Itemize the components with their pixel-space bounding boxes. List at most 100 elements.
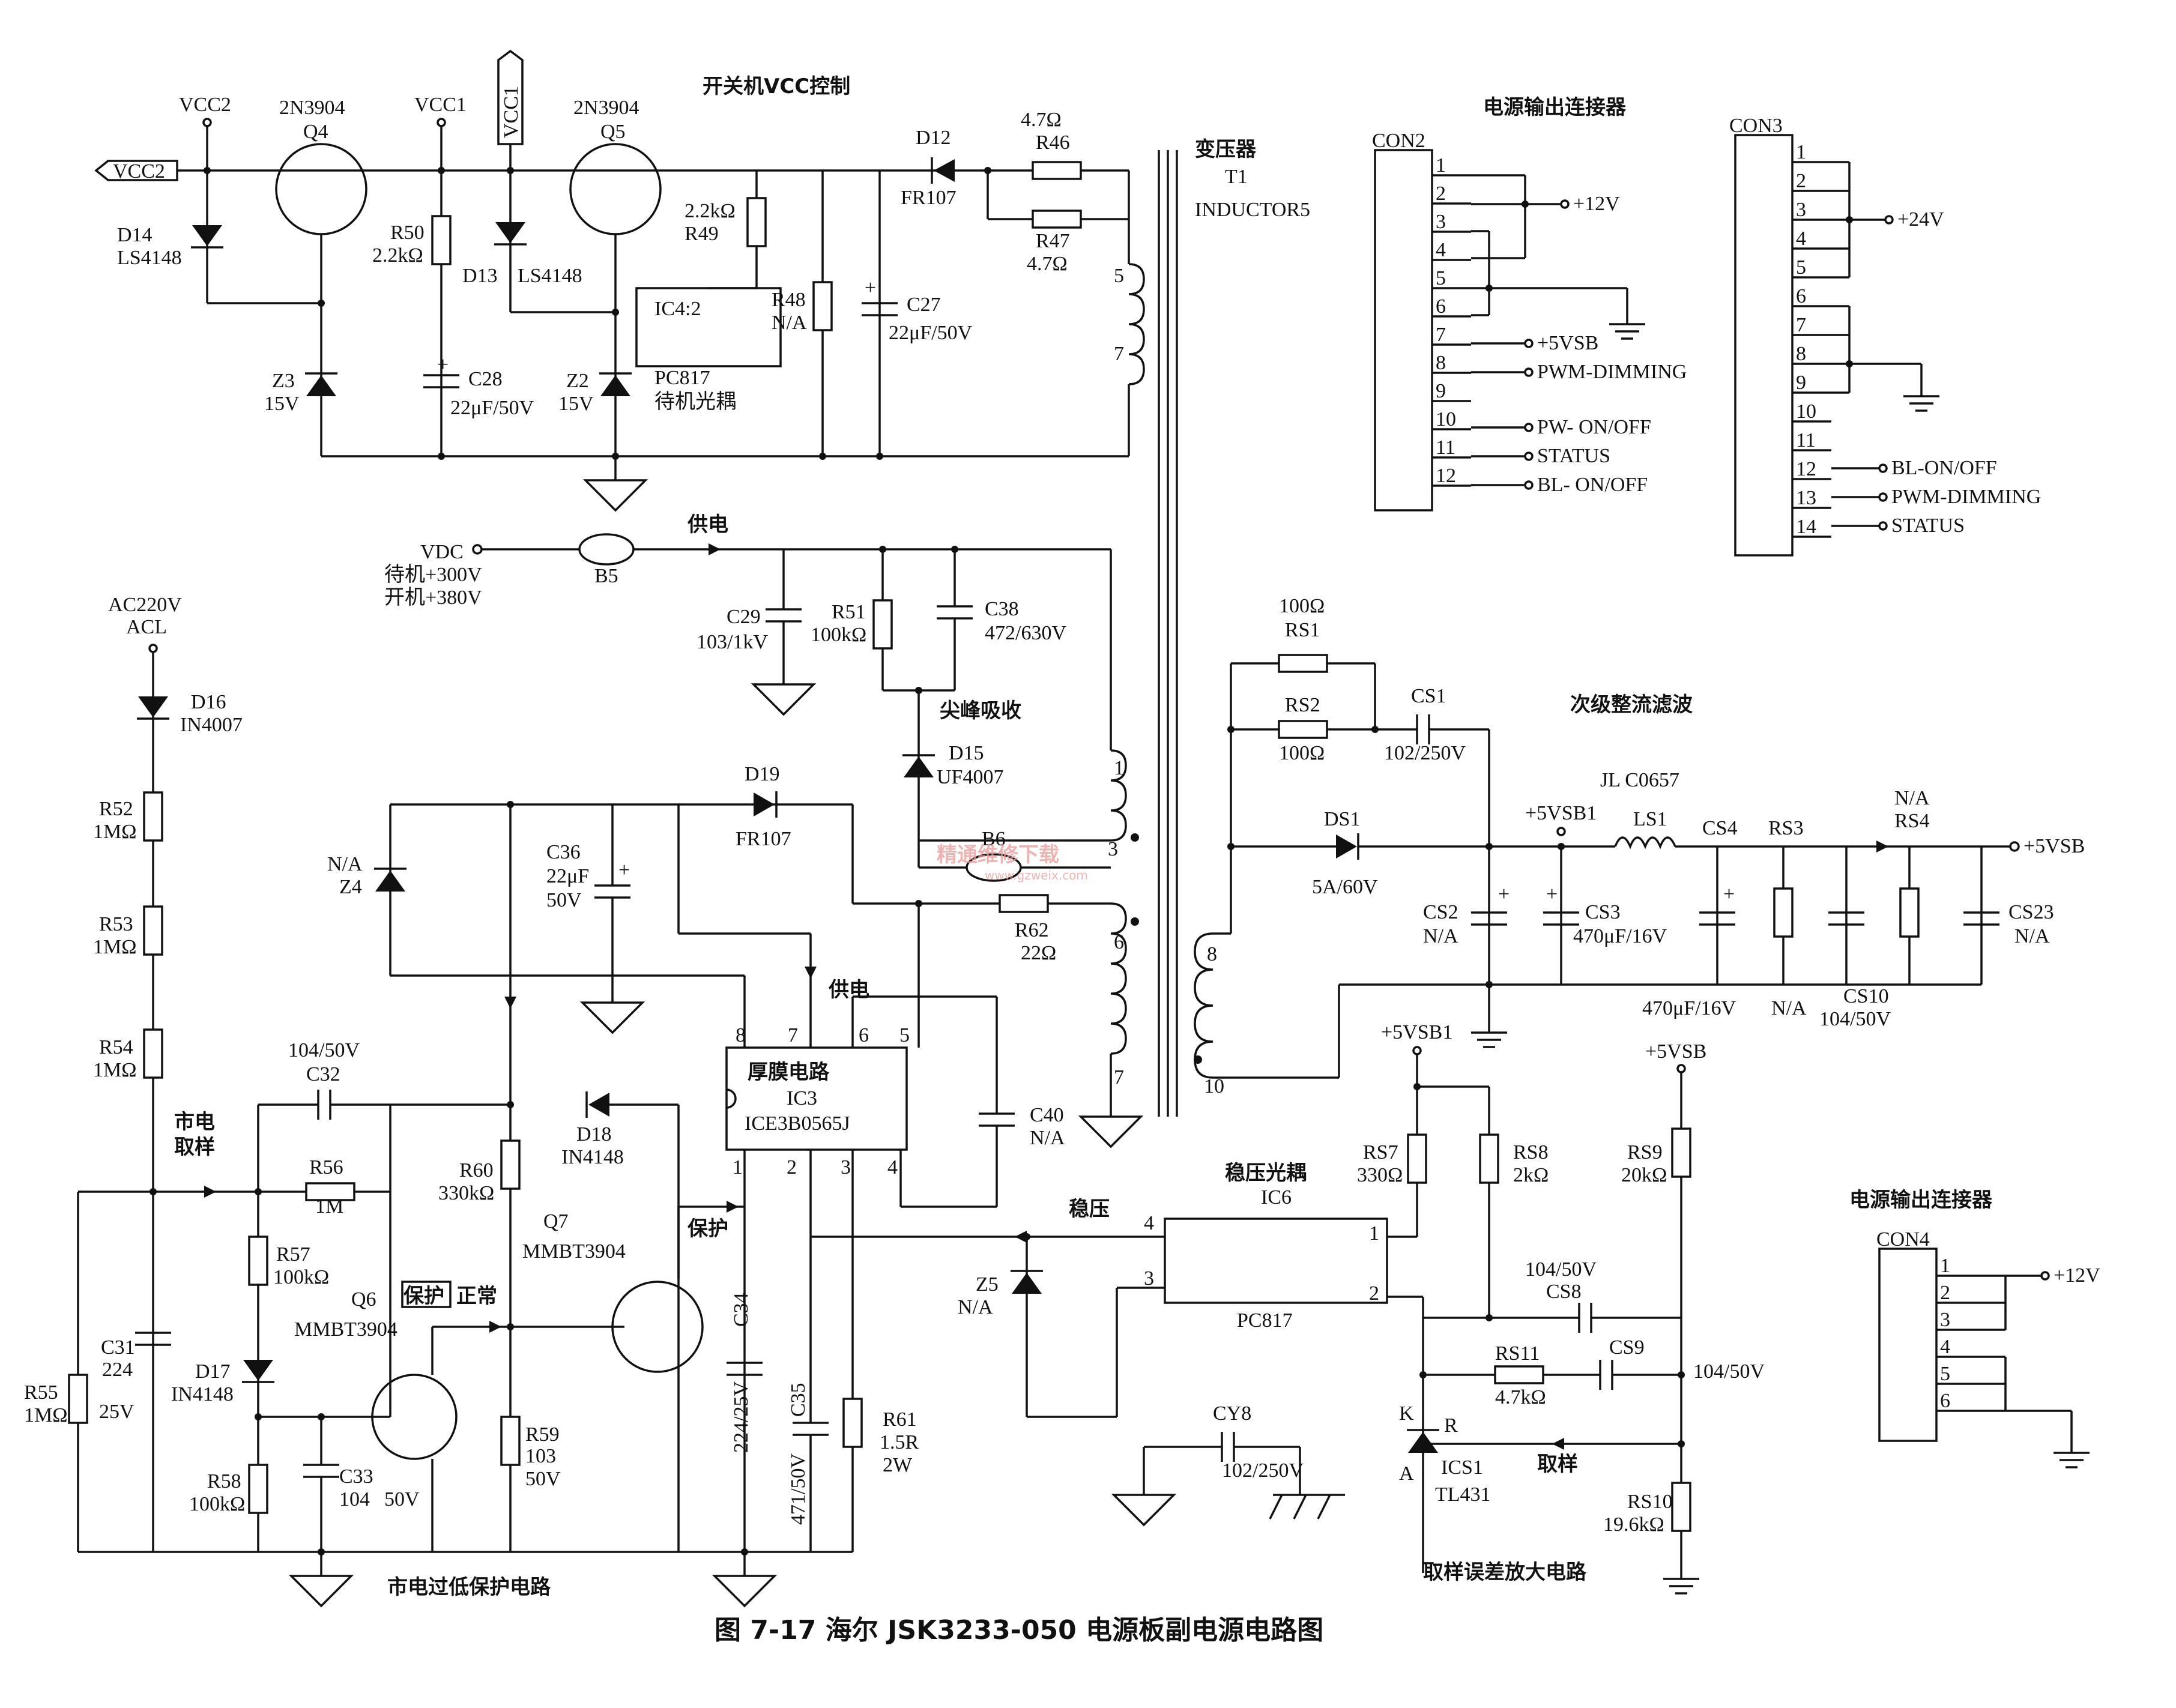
- cs9-label: CS9: [1609, 1336, 1645, 1359]
- p12v-con2-label: +12V: [1573, 193, 1620, 215]
- c40-label: C40: [1030, 1104, 1064, 1126]
- c33-value2: 50V: [384, 1488, 420, 1510]
- b5-bead: [578, 533, 635, 566]
- c27-label: C27: [907, 294, 941, 316]
- ds1-diode: [1336, 834, 1357, 859]
- rs9-label: RS9: [1627, 1141, 1663, 1163]
- connector-pin-number: 4: [1796, 228, 1806, 250]
- r58-label: R58: [207, 1470, 241, 1492]
- ic3-pin4: 4: [887, 1156, 898, 1178]
- ground-symbol: [288, 1575, 354, 1608]
- d12-value: FR107: [901, 187, 957, 209]
- connector-pin-number: 7: [1796, 314, 1806, 336]
- vcc1-label: VCC1: [414, 94, 467, 116]
- cs8-label: CS8: [1546, 1281, 1582, 1303]
- q7-label: Q7: [543, 1210, 569, 1233]
- cs3-plus: +: [1546, 883, 1558, 905]
- d15-diode: [904, 756, 934, 777]
- con2-label: CON2: [1372, 130, 1425, 152]
- ls1-label: LS1: [1633, 808, 1667, 830]
- c38-value: 472/630V: [985, 622, 1066, 644]
- mains-low-protect-label: 市电过低保护电路: [387, 1575, 551, 1599]
- cs23-value: N/A: [2014, 925, 2050, 947]
- secondary-title: 次级整流滤波: [1570, 693, 1693, 717]
- r48-resistor: [812, 281, 833, 331]
- pin5-top: 5: [1114, 265, 1124, 287]
- cs2-plus: +: [1498, 883, 1510, 905]
- ics1-value: TL431: [1435, 1483, 1491, 1506]
- pwm-con2-label: PWM-DIMMING: [1537, 361, 1687, 383]
- connector-pin-number: 3: [1436, 211, 1446, 233]
- ic6-pin2: 2: [1369, 1282, 1379, 1305]
- p5vsb-out-label: +5VSB: [2023, 835, 2085, 857]
- d14-label: D14: [117, 224, 153, 246]
- c31-label: C31: [101, 1336, 135, 1359]
- c28-label: C28: [468, 368, 503, 390]
- rs3-resistor: [1773, 887, 1794, 938]
- pwm-con3-label: PWM-DIMMING: [1891, 486, 2041, 508]
- vcc2-flag-label: VCC2: [113, 160, 165, 183]
- rs8-value: 2kΩ: [1513, 1164, 1549, 1186]
- supply-ic-label: 供电: [828, 978, 869, 1002]
- ic3-pin7: 7: [788, 1024, 798, 1046]
- ics1-a: A: [1399, 1462, 1414, 1485]
- r46-resistor: [1032, 161, 1082, 180]
- acl-label: ACL: [126, 616, 167, 638]
- d19-value: FR107: [736, 828, 791, 850]
- r53-resistor: [143, 905, 163, 956]
- r52-resistor: [143, 791, 163, 842]
- connector-pin-number: 4: [1436, 239, 1446, 261]
- d17-diode: [243, 1360, 273, 1381]
- vcc-control-section: VCC2 VCC2 D14 LS4148 2N3904 Q4 Z3 15V VC…: [94, 49, 1145, 512]
- secondary-section: 次级整流滤波 100Ω RS1 RS2 100Ω CS1 102/250V DS…: [1194, 595, 2085, 1097]
- ground-symbol: [712, 1575, 778, 1608]
- c28-plus: +: [437, 354, 449, 376]
- r51-value: 100kΩ: [811, 624, 866, 646]
- c38-label: C38: [985, 598, 1019, 620]
- protect-label: 保护: [688, 1217, 728, 1241]
- d12-label: D12: [916, 127, 951, 149]
- con4-block: [1878, 1248, 1938, 1442]
- cs4-value: 470μF/16V: [1642, 997, 1736, 1019]
- ic3-section: AC220V ACL D16 IN4007 R52 1MΩ R53 1MΩ R5…: [24, 594, 1144, 1608]
- inductor5-label: INDUCTOR5: [1195, 199, 1310, 221]
- snubber-label: 尖峰吸收: [940, 699, 1021, 723]
- connector-pin-number: 10: [1796, 400, 1816, 423]
- rs1-resistor: [1278, 654, 1328, 673]
- pin7-top: 7: [1114, 343, 1124, 365]
- cs1-value: 102/250V: [1384, 742, 1466, 764]
- r59-value2: 50V: [525, 1468, 561, 1490]
- connector-pin-number: 9: [1436, 380, 1446, 402]
- connector-pin-number: 3: [1796, 199, 1806, 221]
- mains-sample-label: 市电: [174, 1110, 215, 1134]
- supply-label: 供电: [687, 513, 728, 537]
- pin1-label: 1: [1114, 757, 1124, 779]
- con3-label: CON3: [1729, 115, 1783, 137]
- p5vsb1-bottom: +5VSB1: [1381, 1021, 1452, 1043]
- r54-label: R54: [99, 1036, 133, 1058]
- connector-pin-number: 1: [1796, 141, 1806, 163]
- r53-value: 1MΩ: [93, 936, 137, 958]
- protect-box-label: 保护: [403, 1284, 444, 1308]
- ic4-optocoupler: [635, 287, 782, 367]
- d18-label: D18: [576, 1123, 612, 1145]
- ic6-label: IC6: [1261, 1186, 1292, 1209]
- d19-diode: [754, 792, 775, 816]
- c29-value: 103/1kV: [697, 631, 768, 653]
- cs2-value: N/A: [1423, 925, 1458, 947]
- connector-pin-number: 1: [1940, 1255, 1950, 1277]
- ic3-pin8: 8: [736, 1024, 746, 1046]
- c34-label: C34: [730, 1293, 752, 1327]
- regulate-coupler-label: 稳压光耦: [1225, 1161, 1307, 1185]
- vdc-label: VDC: [420, 541, 464, 563]
- z5-label: Z5: [976, 1273, 999, 1296]
- q6-transistor: [371, 1374, 458, 1460]
- regulate-label: 稳压: [1069, 1197, 1110, 1221]
- cs10-value: 104/50V: [1819, 1008, 1891, 1030]
- ground-symbol: [1078, 1115, 1144, 1148]
- b5-label: B5: [594, 565, 618, 587]
- connector-pin-number: 8: [1436, 352, 1446, 374]
- ics1-k: K: [1399, 1402, 1414, 1425]
- r52-label: R52: [99, 798, 133, 820]
